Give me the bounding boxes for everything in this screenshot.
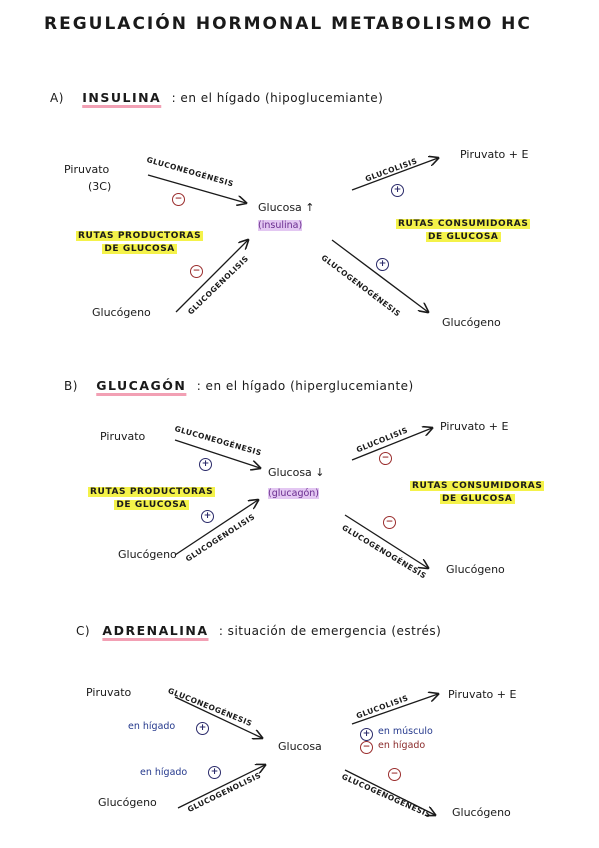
section-c-header: C) ADRENALINA : situación de emergencia … <box>76 623 441 638</box>
node-glucogeno-right: Glucógeno <box>442 316 501 329</box>
node-glucosa: Glucosa ↓ <box>268 466 325 479</box>
glucolisis-note-liver: en hígado <box>378 740 426 751</box>
sign-glucogenogenesis: − <box>388 768 401 781</box>
rutas-consumidoras-line2: DE GLUCOSA <box>425 232 501 242</box>
arrow-a-glucolisis <box>351 158 438 191</box>
arrow-a-glucogenogenesis <box>331 239 428 312</box>
node-glucogeno-left: Glucógeno <box>98 796 157 809</box>
hormone-name: ADRENALINA <box>102 623 209 638</box>
section-b-header: B) GLUCAGÓN : en el hígado (hiperglucemi… <box>64 378 414 393</box>
sign-glucolisis-muscle: + <box>360 728 373 741</box>
node-glucosa-sub: (glucagón) <box>268 488 320 499</box>
section-context: : en el hígado (hipoglucemiante) <box>171 91 384 105</box>
node-glucogeno-right: Glucógeno <box>446 563 505 576</box>
rutas-consumidoras-line1: RUTAS CONSUMIDORAS <box>410 481 545 491</box>
rutas-consumidoras-line1: RUTAS CONSUMIDORAS <box>396 219 531 229</box>
gng-note: en hígado <box>128 721 175 732</box>
node-piruvato-sub: (3C) <box>88 180 112 193</box>
rutas-productoras: RUTAS PRODUCTORAS DE GLUCOSA <box>88 486 216 512</box>
hormone-name: GLUCAGÓN <box>96 378 187 393</box>
sign-gluconeogenesis: − <box>172 193 185 206</box>
section-letter: C) <box>76 624 91 638</box>
section-context: : en el hígado (hiperglucemiante) <box>196 379 414 393</box>
sign-glucolisis: + <box>391 184 404 197</box>
arrow-b-glucogenogenesis <box>344 514 428 568</box>
glucogenolisis-note-text: en hígado <box>140 767 188 778</box>
sign-glucolisis: − <box>379 452 392 465</box>
hormone-tag: (glucagón) <box>268 488 320 499</box>
hormone-tag: (insulina) <box>258 220 303 231</box>
arrow-b-gluconeogenesis <box>174 439 260 468</box>
arrow-a-gluconeogenesis <box>147 174 246 203</box>
section-letter: A) <box>50 91 64 105</box>
rutas-consumidoras-line2: DE GLUCOSA <box>439 494 515 504</box>
glucolisis-note-muscle: en músculo <box>378 726 433 737</box>
arrow-a-glucogenolisis <box>175 240 248 313</box>
node-piruvato-e: Piruvato + E <box>448 688 517 701</box>
rutas-consumidoras: RUTAS CONSUMIDORAS DE GLUCOSA <box>410 480 545 506</box>
sign-glucogenolisis: + <box>208 766 221 779</box>
rutas-productoras: RUTAS PRODUCTORAS DE GLUCOSA <box>76 230 204 256</box>
rutas-productoras-line1: RUTAS PRODUCTORAS <box>88 487 216 497</box>
rutas-productoras-line1: RUTAS PRODUCTORAS <box>76 231 204 241</box>
rutas-productoras-line2: DE GLUCOSA <box>102 244 177 254</box>
node-glucogeno-right: Glucógeno <box>452 806 511 819</box>
arrow-b-glucogenolisis <box>174 500 258 556</box>
rutas-consumidoras: RUTAS CONSUMIDORAS DE GLUCOSA <box>396 218 531 244</box>
sign-glucogenogenesis: − <box>383 516 396 529</box>
page-title: REGULACIÓN HORMONAL METABOLISMO HC <box>44 14 532 34</box>
section-letter: B) <box>64 379 78 393</box>
arrow-c-glucogenolisis <box>177 765 265 809</box>
sign-glucogenolisis: − <box>190 265 203 278</box>
hormone-name: INSULINA <box>82 90 162 105</box>
sign-gluconeogenesis: + <box>196 722 209 735</box>
section-a-header: A) INSULINA : en el hígado (hipoglucemia… <box>50 90 383 105</box>
node-piruvato: Piruvato <box>64 163 110 176</box>
gng-note-text: en hígado <box>128 721 176 732</box>
node-piruvato: Piruvato <box>100 430 146 443</box>
sign-glucogenogenesis: + <box>376 258 389 271</box>
node-glucogeno-left: Glucógeno <box>92 306 151 319</box>
sign-glucolisis-liver: − <box>360 741 373 754</box>
rutas-productoras-line2: DE GLUCOSA <box>114 500 189 510</box>
node-piruvato-e: Piruvato + E <box>460 148 529 161</box>
node-glucosa: Glucosa ↑ <box>258 201 315 214</box>
arrow-c-glucogenogenesis <box>344 769 435 815</box>
arrow-b-glucolisis <box>351 428 432 461</box>
glucogenolisis-note: en hígado <box>140 767 187 778</box>
node-glucogeno-left: Glucógeno <box>118 548 177 561</box>
node-piruvato: Piruvato <box>86 686 132 699</box>
section-context: : situación de emergencia (estrés) <box>218 624 442 638</box>
node-glucosa: Glucosa <box>278 740 322 753</box>
sign-gluconeogenesis: + <box>199 458 212 471</box>
arrow-c-glucolisis <box>351 694 438 725</box>
arrow-c-gluconeogenesis <box>174 696 262 738</box>
sign-glucogenolisis: + <box>201 510 214 523</box>
node-piruvato-e: Piruvato + E <box>440 420 509 433</box>
node-glucosa-sub: (insulina) <box>258 220 303 231</box>
